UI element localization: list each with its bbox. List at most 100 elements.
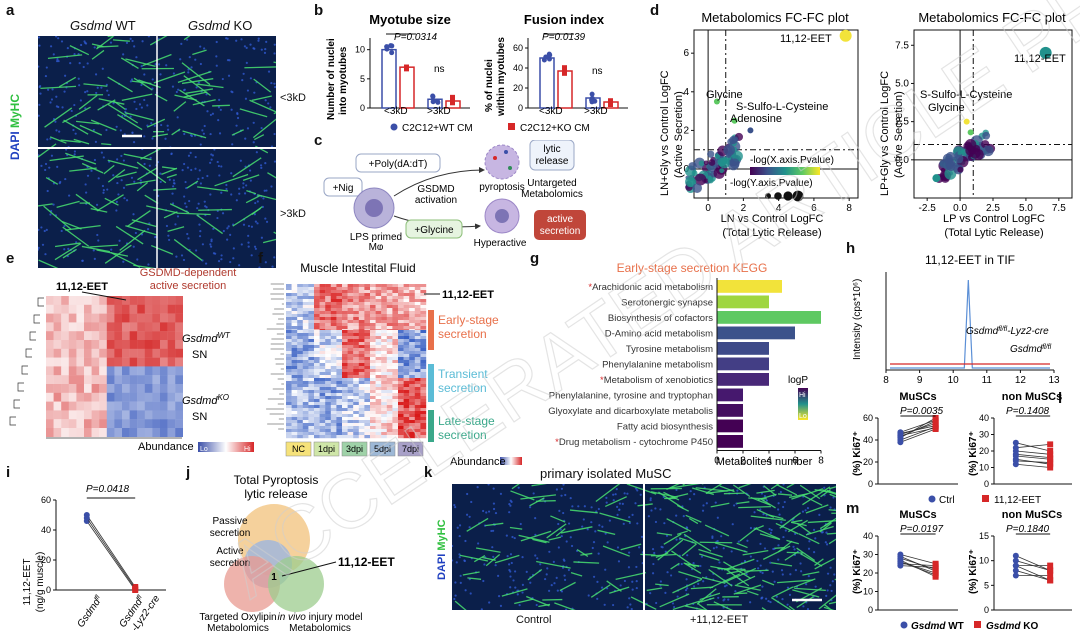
f-cell [414, 323, 421, 327]
f-cell [342, 408, 348, 412]
f-cell [308, 399, 315, 403]
a-micro-nucleus [68, 194, 71, 197]
i-pair-line [86, 517, 136, 589]
f-cell [386, 333, 393, 337]
f-cell [358, 336, 365, 340]
a-micro-nucleus [131, 39, 134, 43]
f-cell [358, 284, 365, 288]
k-micro-myotube [805, 504, 829, 514]
f-cell [286, 369, 292, 373]
e-cell [68, 366, 77, 376]
f-cell [325, 314, 331, 318]
f-cell [403, 326, 410, 330]
a-micro-nucleus [242, 186, 245, 189]
d-xtick-label: 0 [705, 203, 711, 214]
k-micro-nucleus [505, 534, 508, 537]
e-dendro [29, 331, 36, 341]
f-cell [347, 336, 354, 340]
d-title-right: Metabolomics FC-FC plot [918, 10, 1066, 25]
k-micro-nucleus [749, 601, 752, 604]
f-cell [409, 317, 415, 321]
k-micro-nucleus [591, 546, 594, 550]
e-dendro [17, 382, 24, 392]
f-cell [420, 432, 427, 436]
f-cell [414, 399, 421, 403]
b-x1b: >3kD [427, 106, 451, 117]
f-cell [336, 378, 343, 382]
f-cell [398, 399, 404, 403]
l2-ytick-label: 20 [979, 446, 989, 456]
d-right-xlab1: LP vs Control LogFC [943, 213, 1045, 225]
a-micro-nucleus [210, 240, 213, 243]
f-cell [398, 293, 404, 297]
a-micro-nucleus [122, 159, 125, 162]
e-cell [99, 410, 107, 420]
a-micro-myotube [96, 249, 129, 257]
f-cell [353, 384, 359, 388]
a-micro-myotube [121, 93, 153, 102]
k-micro-myotube [754, 527, 780, 540]
k-micro-myotube [732, 484, 751, 498]
f-cell [342, 357, 348, 361]
k-micro-nucleus [682, 514, 685, 518]
f-cell [336, 417, 343, 421]
k-micro-nucleus [813, 551, 816, 554]
l1-pair-line [900, 419, 936, 433]
f-cell [398, 308, 404, 312]
f-cell [414, 311, 421, 315]
d-point [694, 173, 707, 186]
f-cell [342, 405, 348, 409]
f-cell [308, 411, 315, 415]
b-point [589, 91, 595, 97]
k-micro-nucleus [769, 600, 772, 604]
c-act1: active [547, 214, 574, 225]
f-cell [286, 387, 292, 391]
e-cell [122, 304, 130, 314]
f-cell [398, 372, 404, 376]
f-cell [414, 299, 421, 303]
k-micro-nucleus [759, 542, 762, 545]
f-cell [330, 411, 337, 415]
f-cell [336, 414, 343, 418]
e-cell [99, 322, 107, 332]
f-cell [330, 299, 337, 303]
f-cell [347, 351, 354, 355]
e-cell [122, 313, 130, 323]
f-cell [330, 287, 337, 291]
f-cell [336, 366, 343, 370]
a-micro-myotube [54, 242, 81, 248]
f-cell [325, 293, 331, 297]
f-cell [286, 414, 292, 418]
f-cell [336, 411, 343, 415]
e-cell [137, 331, 145, 341]
f-cell [325, 417, 331, 421]
e-cell [144, 331, 153, 341]
k-micro-nucleus [734, 590, 737, 593]
c-gsdmd2: activation [415, 195, 457, 206]
d-point [688, 162, 697, 171]
k-micro-nucleus [583, 505, 586, 508]
k-micro-nucleus [454, 506, 457, 509]
f-cell [364, 293, 371, 297]
f-cell [302, 396, 309, 400]
f-cell [314, 423, 320, 427]
a-micro-nucleus [54, 120, 57, 123]
k-micro-nucleus [733, 504, 736, 507]
f-cell [398, 390, 404, 394]
f-cell [375, 426, 382, 430]
k-micro-myotube [800, 553, 823, 567]
f-cell [308, 381, 315, 385]
b-point [543, 54, 549, 60]
f-cell [319, 393, 326, 397]
f-cell [381, 317, 387, 321]
e-cell [152, 392, 161, 402]
e-cell [175, 384, 183, 393]
k-micro-myotube [772, 586, 794, 598]
a-micro-nucleus [197, 81, 201, 84]
f-cell [409, 396, 415, 400]
f-cell [364, 435, 371, 439]
a-micro-nucleus [244, 137, 247, 140]
f-cell [414, 360, 421, 364]
f-cell [353, 333, 359, 337]
